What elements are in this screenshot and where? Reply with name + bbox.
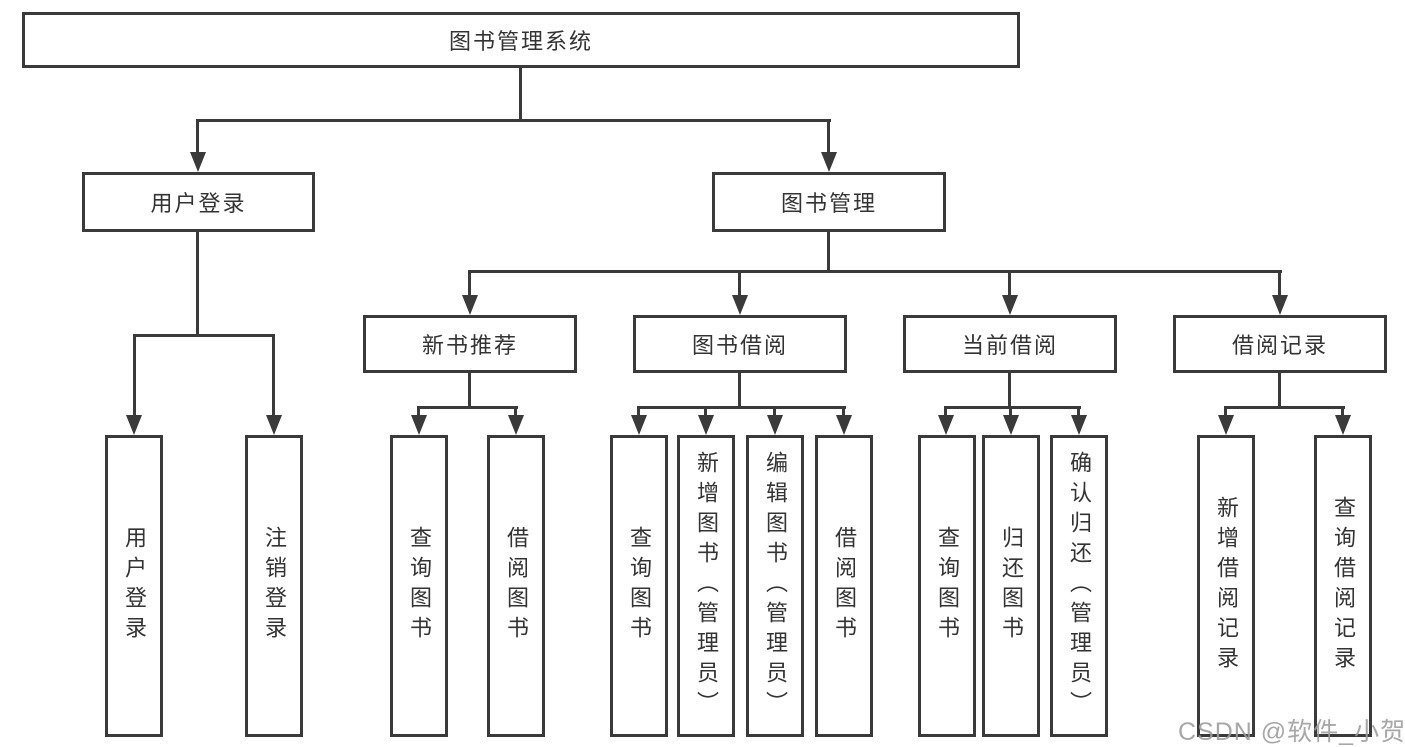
- connector-root-stem: [519, 66, 522, 121]
- node-current-borrow: 当前借阅: [903, 315, 1117, 373]
- arrowhead-leaf-return-book: [1003, 415, 1019, 435]
- connector-line-leaf-query-1: [417, 406, 420, 415]
- node-book-borrow-label: 图书借阅: [691, 333, 788, 358]
- connector-line-to-leaf-user-login: [133, 334, 136, 415]
- node-root-label: 图书管理系统: [448, 29, 593, 54]
- connector-line-to-book-management: [827, 119, 830, 154]
- node-leaf-confirm-return-admin-label: 确认归还（管理员）: [1067, 451, 1092, 721]
- arrowhead-leaf-query-3: [938, 415, 954, 435]
- node-leaf-confirm-return-admin: 确认归还（管理员）: [1050, 435, 1108, 737]
- connector-line-leaf-query-2: [637, 406, 640, 415]
- arrowhead-leaf-add-book: [698, 415, 714, 435]
- connector-line-leaf-confirm-return: [1077, 406, 1080, 415]
- arrowhead-leaf-query-2: [631, 415, 647, 435]
- arrowhead-leaf-add-record: [1218, 415, 1234, 435]
- connector-book-borrow-stem: [738, 373, 741, 409]
- node-leaf-add-borrow-record-label: 新增借阅记录: [1214, 496, 1239, 676]
- arrowhead-to-new-books: [462, 295, 478, 315]
- node-leaf-logout-label: 注销登录: [262, 526, 287, 646]
- node-borrow-records-label: 借阅记录: [1231, 333, 1328, 358]
- arrowhead-to-leaf-user-login: [126, 415, 142, 435]
- node-leaf-borrow-books-2: 借阅图书: [815, 435, 873, 737]
- node-leaf-add-borrow-record: 新增借阅记录: [1197, 435, 1255, 737]
- connector-line-to-book-borrow: [738, 270, 741, 295]
- connector-line-to-new-books: [468, 270, 471, 295]
- connector-line-leaf-borrow-1: [514, 406, 517, 415]
- node-new-books: 新书推荐: [363, 315, 577, 373]
- connector-line-leaf-return-book: [1009, 406, 1012, 415]
- node-leaf-query-borrow-record: 查询借阅记录: [1314, 435, 1372, 737]
- arrowhead-leaf-edit-book: [767, 415, 783, 435]
- connector-book-borrow-hbar: [637, 406, 846, 409]
- node-user-login-label: 用户登录: [150, 191, 247, 216]
- node-leaf-add-book-admin: 新增图书（管理员）: [677, 435, 735, 737]
- node-leaf-return-book: 归还图书: [982, 435, 1040, 737]
- node-leaf-borrow-books-1: 借阅图书: [487, 435, 545, 737]
- connector-borrow-records-hbar: [1224, 406, 1345, 409]
- connector-line-leaf-add-record: [1224, 406, 1227, 415]
- connector-line-leaf-query-3: [944, 406, 947, 415]
- node-leaf-query-books-3: 查询图书: [918, 435, 976, 737]
- arrowhead-leaf-borrow-1: [508, 415, 524, 435]
- connector-current-borrow-hbar: [944, 406, 1081, 409]
- node-leaf-query-books-3-label: 查询图书: [935, 526, 960, 646]
- connector-line-to-borrow-records: [1278, 270, 1281, 295]
- node-leaf-user-login-label: 用户登录: [122, 526, 147, 646]
- connector-new-books-stem: [468, 373, 471, 409]
- arrowhead-to-book-borrow: [732, 295, 748, 315]
- connector-new-books-hbar: [417, 406, 518, 409]
- node-book-management: 图书管理: [712, 172, 946, 232]
- connector-line-to-leaf-logout: [272, 334, 275, 415]
- arrowhead-leaf-query-record: [1335, 415, 1351, 435]
- node-leaf-query-books-2-label: 查询图书: [627, 526, 652, 646]
- node-user-login: 用户登录: [82, 172, 315, 232]
- arrowhead-leaf-confirm-return: [1071, 415, 1087, 435]
- connector-book-management-hbar: [468, 270, 1282, 273]
- watermark: CSDN @软件_小贺同学: [1178, 718, 1405, 746]
- node-leaf-return-book-label: 归还图书: [999, 526, 1024, 646]
- node-leaf-logout: 注销登录: [245, 435, 303, 737]
- arrowhead-to-book-management: [821, 152, 837, 172]
- node-leaf-query-borrow-record-label: 查询借阅记录: [1331, 496, 1356, 676]
- node-leaf-query-books-1: 查询图书: [390, 435, 448, 737]
- node-leaf-add-book-admin-label: 新增图书（管理员）: [694, 451, 719, 721]
- connector-line-leaf-edit-book: [773, 406, 776, 415]
- connector-user-login-stem: [196, 232, 199, 336]
- node-leaf-borrow-books-2-label: 借阅图书: [832, 526, 857, 646]
- node-leaf-borrow-books-1-label: 借阅图书: [504, 526, 529, 646]
- node-current-borrow-label: 当前借阅: [961, 333, 1058, 358]
- connector-line-to-current-borrow: [1008, 270, 1011, 295]
- connector-borrow-records-stem: [1278, 373, 1281, 409]
- connector-line-leaf-add-book: [704, 406, 707, 415]
- arrowhead-leaf-borrow-2: [836, 415, 852, 435]
- connector-line-leaf-query-record: [1341, 406, 1344, 415]
- arrowhead-leaf-query-1: [411, 415, 427, 435]
- node-borrow-records: 借阅记录: [1173, 315, 1387, 373]
- connector-root-hbar: [197, 119, 831, 122]
- arrowhead-to-leaf-logout: [266, 415, 282, 435]
- connector-line-to-user-login: [196, 119, 199, 154]
- arrowhead-to-user-login: [190, 152, 206, 172]
- connector-book-management-stem: [827, 232, 830, 273]
- node-leaf-query-books-1-label: 查询图书: [407, 526, 432, 646]
- node-new-books-label: 新书推荐: [421, 333, 518, 358]
- node-leaf-user-login: 用户登录: [105, 435, 163, 737]
- node-leaf-edit-book-admin-label: 编辑图书（管理员）: [763, 451, 788, 721]
- node-root: 图书管理系统: [22, 12, 1020, 68]
- node-book-management-label: 图书管理: [780, 191, 877, 216]
- arrowhead-to-current-borrow: [1002, 295, 1018, 315]
- connector-line-leaf-borrow-2: [842, 406, 845, 415]
- connector-current-borrow-stem: [1008, 373, 1011, 409]
- node-leaf-edit-book-admin: 编辑图书（管理员）: [746, 435, 804, 737]
- connector-user-login-hbar: [133, 334, 275, 337]
- node-leaf-query-books-2: 查询图书: [610, 435, 668, 737]
- arrowhead-to-borrow-records: [1272, 295, 1288, 315]
- node-book-borrow: 图书借阅: [633, 315, 847, 373]
